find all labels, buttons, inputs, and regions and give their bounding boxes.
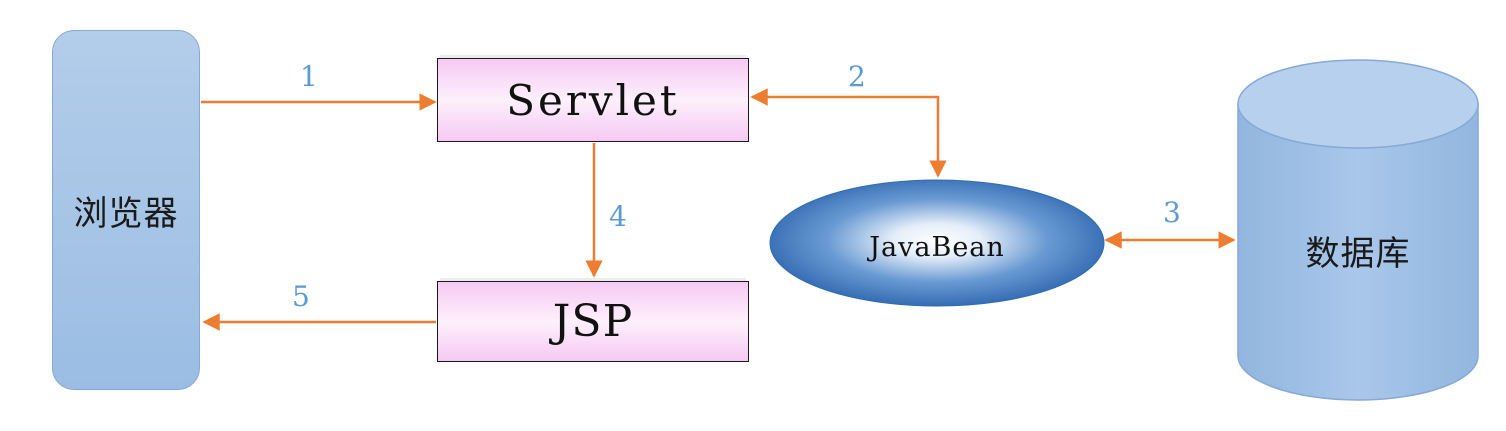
browser-label: 浏览器 [73,193,179,234]
database-cylinder [1237,59,1479,401]
jsp-label: JSP [552,296,634,347]
step-label-4: 4 [609,200,627,233]
jsp-node: JSP [437,281,749,362]
javabean-label: JavaBean [869,231,1005,263]
javabean-ellipse [769,179,1105,307]
servlet-label: Servlet [506,75,680,125]
database-label: 数据库 [1305,233,1411,274]
browser-node: 浏览器 [52,30,200,390]
step-label-2: 2 [848,60,866,93]
arrow-step-2 [750,88,947,178]
servlet-node: Servlet [437,58,749,142]
step-label-1: 1 [300,60,318,93]
step-label-5: 5 [292,280,310,313]
step-label-3: 3 [1163,196,1181,229]
